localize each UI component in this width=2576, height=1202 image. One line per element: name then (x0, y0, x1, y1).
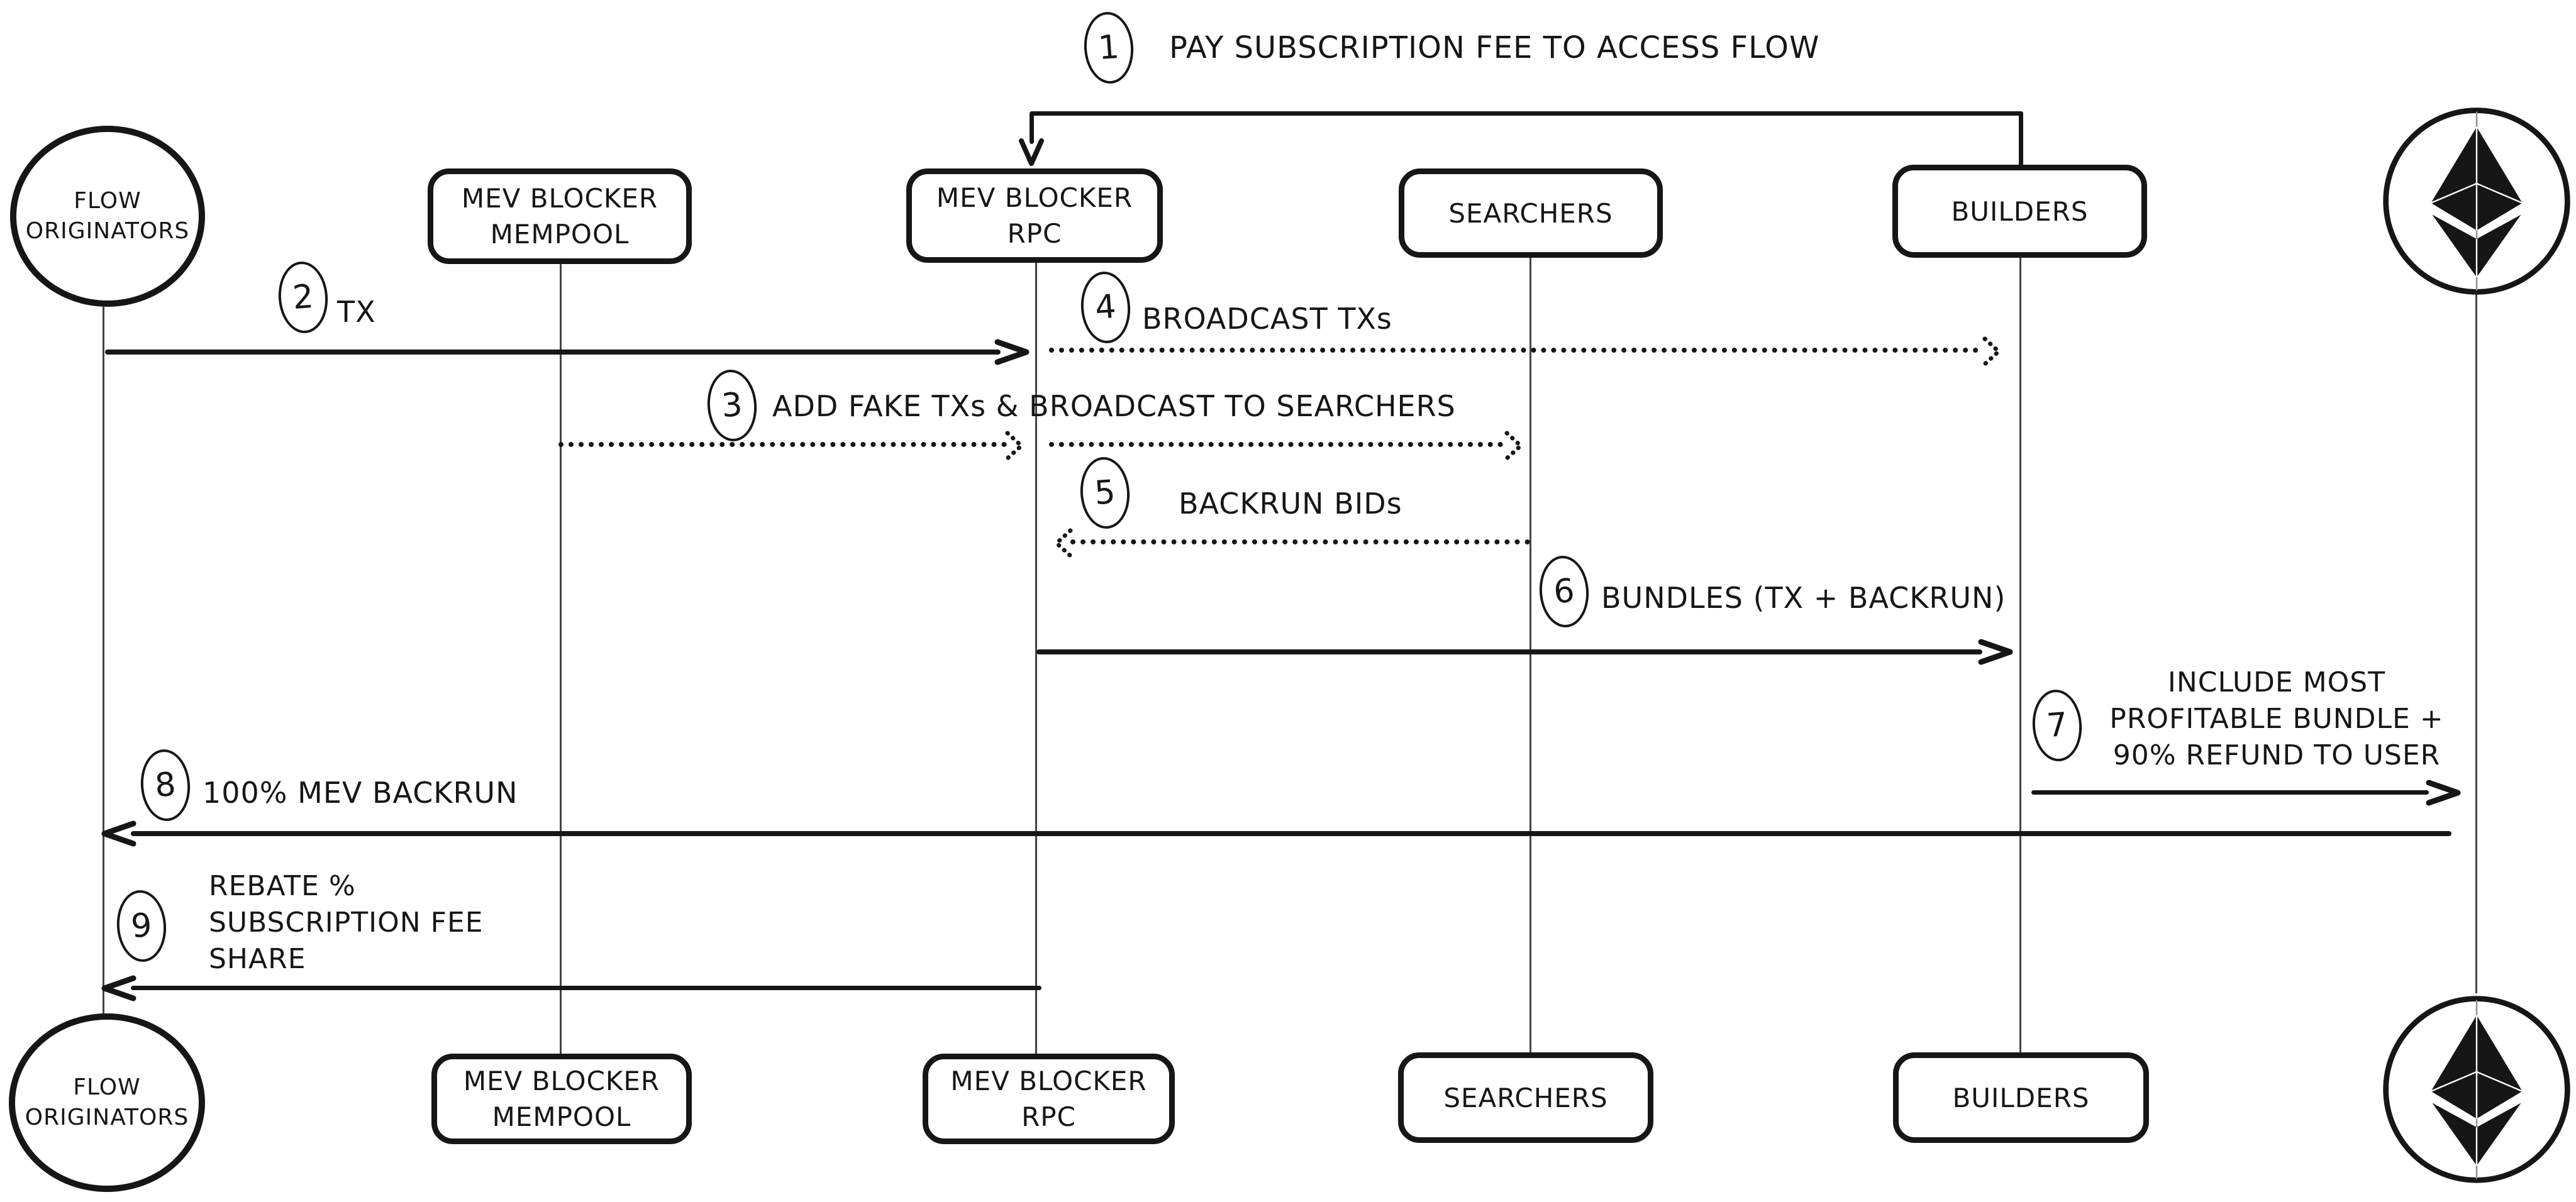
message-9-label-line1: REBATE % (209, 870, 356, 902)
actor-label: FLOW (74, 188, 142, 214)
message-3-line-right (1049, 442, 1503, 447)
message-2-label: TX (337, 295, 376, 329)
actor-label: MEV BLOCKER (463, 1066, 660, 1096)
actor-label: MEMPOOL (490, 219, 630, 250)
arrowhead-dotted-right-icon (1005, 431, 1024, 461)
step-number: 7 (2045, 705, 2069, 746)
actor-label: ORIGINATORS (25, 218, 190, 244)
step-number: 1 (1097, 28, 1121, 68)
actor-searchers-top: SEARCHERS (1399, 168, 1663, 258)
message-7-label-line3: 90% REFUND TO USER (2112, 739, 2441, 771)
message-6-line (1036, 649, 1982, 654)
message-1-connector-left (1030, 111, 1034, 144)
actor-label: ORIGINATORS (25, 1105, 189, 1130)
actor-flow-originators-bottom: FLOW ORIGINATORS (9, 1013, 205, 1192)
lifeline-mev-blocker-mempool (560, 263, 562, 1054)
arrowhead-dotted-right-icon (1504, 431, 1523, 461)
step-number: 6 (1552, 571, 1576, 612)
message-2-line (105, 350, 1001, 355)
message-6-label: BUNDLES (TX + BACKRUN) (1601, 581, 2006, 615)
actor-label: SEARCHERS (1443, 1082, 1608, 1113)
step-number: 4 (1094, 287, 1118, 328)
message-1-line (1031, 111, 2023, 116)
actor-mev-blocker-mempool-top: MEV BLOCKER MEMPOOL (428, 168, 692, 264)
ethereum-icon (2383, 996, 2570, 1183)
actor-builders-bottom: BUILDERS (1893, 1052, 2149, 1143)
message-7-label: INCLUDE MOST PROFITABLE BUNDLE + 90% REF… (2094, 664, 2459, 774)
actor-ethereum-top (2379, 104, 2574, 301)
message-8-line (131, 831, 2451, 836)
step-badge-2: 2 (276, 260, 330, 335)
step-number: 5 (1093, 473, 1117, 513)
actor-label: FLOW (73, 1074, 141, 1100)
arrowhead-left-icon (101, 975, 136, 1001)
lifeline-builders (2019, 256, 2021, 1052)
step-number: 8 (153, 765, 177, 805)
ethereum-icon (2383, 108, 2570, 295)
actor-label: BUILDERS (1952, 1082, 2090, 1113)
step-badge-8: 8 (138, 747, 192, 823)
step-number: 2 (291, 277, 315, 317)
step-badge-5: 5 (1078, 455, 1132, 531)
message-7-label-line2: PROFITABLE BUNDLE + (2109, 703, 2444, 735)
actor-label: RPC (1021, 1101, 1076, 1132)
message-9-label-line3: SHARE (209, 943, 306, 975)
message-5-line (1070, 539, 1530, 544)
step-badge-4: 4 (1079, 270, 1133, 345)
actor-label: RPC (1007, 218, 1062, 249)
lifeline-searchers (1530, 256, 1531, 1052)
message-7-label-line1: INCLUDE MOST (2167, 666, 2386, 698)
actor-label: MEV BLOCKER (461, 183, 658, 214)
actor-label: MEV BLOCKER (950, 1066, 1147, 1096)
actor-label: MEMPOOL (492, 1101, 631, 1132)
lifeline-ethereum (2475, 293, 2477, 993)
arrowhead-dotted-left-icon (1054, 528, 1073, 558)
actor-builders-top: BUILDERS (1892, 165, 2147, 258)
actor-searchers-bottom: SEARCHERS (1398, 1052, 1653, 1143)
message-1-connector-right (2019, 111, 2023, 167)
message-3-label: ADD FAKE TXs & BROADCAST TO SEARCHERS (772, 389, 1456, 423)
message-9-label: REBATE % SUBSCRIPTION FEE SHARE (209, 868, 484, 978)
lifeline-flow-originators (103, 307, 104, 1015)
arrowhead-left-icon (101, 820, 136, 847)
message-5-label: BACKRUN BIDs (1179, 487, 1402, 521)
actor-label: SEARCHERS (1448, 197, 1613, 229)
message-3-line-left (558, 442, 1007, 447)
arrowhead-right-icon (1978, 639, 2013, 665)
message-4-line (1049, 348, 1979, 353)
message-9-label-line2: SUBSCRIPTION FEE (209, 907, 484, 939)
arrowhead-right-icon (2426, 780, 2461, 806)
actor-label: BUILDERS (1951, 196, 2089, 227)
arrowhead-down-icon (1019, 138, 1044, 166)
actor-mev-blocker-rpc-bottom: MEV BLOCKER RPC (923, 1054, 1175, 1144)
arrowhead-right-icon (994, 339, 1030, 365)
message-7-line (2031, 790, 2429, 795)
actor-mev-blocker-mempool-bottom: MEV BLOCKER MEMPOOL (431, 1054, 692, 1144)
step-number: 9 (130, 906, 153, 946)
step-badge-9: 9 (114, 888, 169, 964)
message-9-line (131, 986, 1041, 990)
actor-label: MEV BLOCKER (936, 182, 1133, 213)
step-badge-7: 7 (2030, 688, 2084, 763)
message-4-label: BROADCAST TXs (1142, 302, 1392, 336)
actor-mev-blocker-rpc-top: MEV BLOCKER RPC (906, 168, 1163, 263)
actor-ethereum-bottom (2379, 992, 2574, 1189)
arrowhead-dotted-right-icon (1982, 336, 2001, 367)
step-number: 3 (720, 385, 744, 426)
step-badge-1: 1 (1082, 10, 1136, 85)
message-8-label: 100% MEV BACKRUN (203, 776, 518, 810)
step-badge-6: 6 (1537, 554, 1591, 629)
message-1-label: PAY SUBSCRIPTION FEE TO ACCESS FLOW (1169, 30, 1820, 65)
lifeline-mev-blocker-rpc (1035, 262, 1037, 1054)
actor-flow-originators-top: FLOW ORIGINATORS (10, 126, 205, 307)
step-badge-3: 3 (705, 368, 759, 443)
